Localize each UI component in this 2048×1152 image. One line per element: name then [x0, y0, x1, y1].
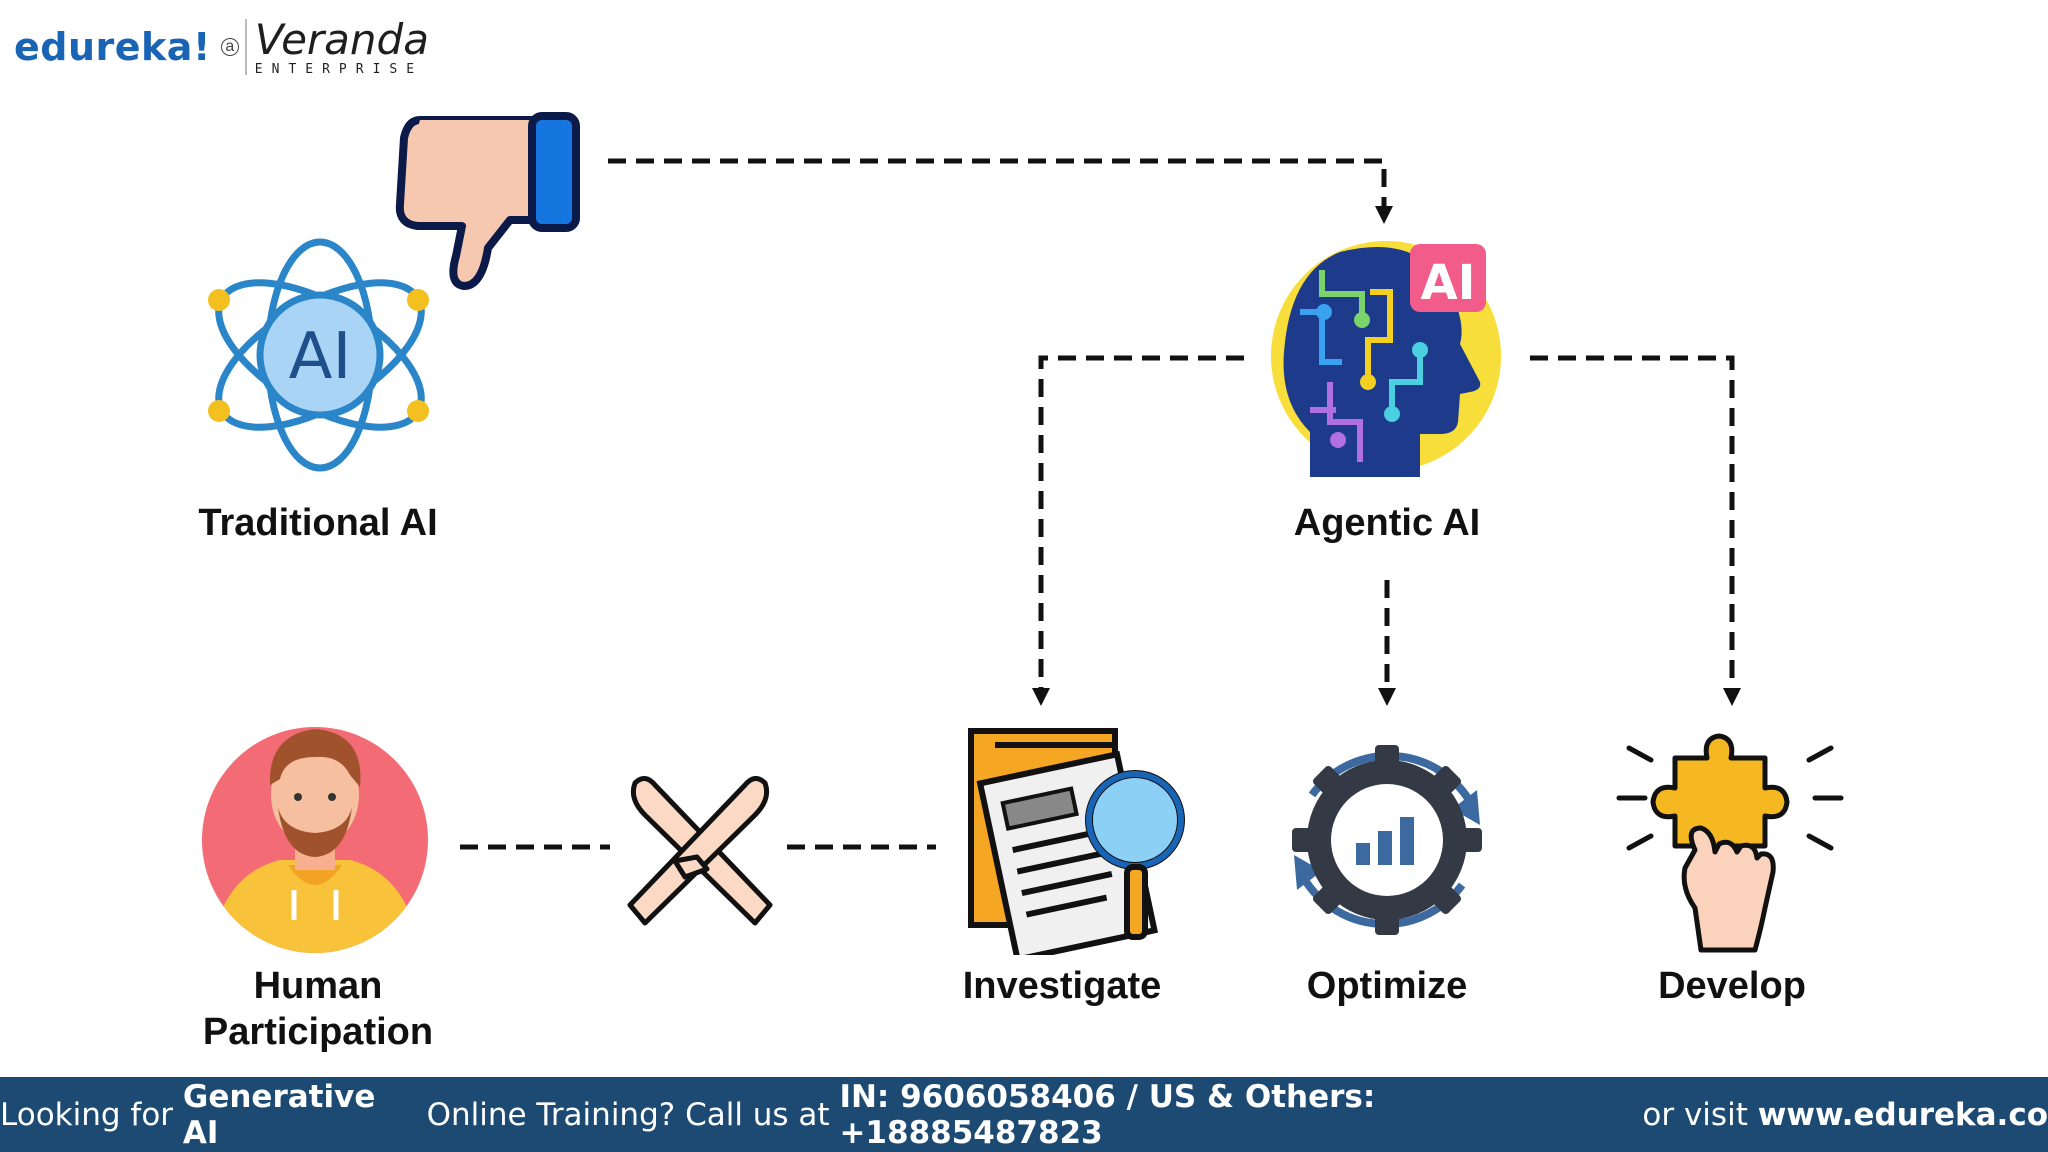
document-magnifier-icon: [968, 728, 1185, 955]
brand-logo: edureka! a Veranda ENTERPRISE: [14, 12, 429, 82]
arrowhead-investigate: [1032, 688, 1050, 706]
connector-agentic-to-develop: [1530, 355, 1735, 690]
arrowhead-agentic: [1375, 206, 1393, 224]
connector-thumbsdown-to-agentic: [608, 158, 1387, 210]
veranda-name: Veranda: [254, 14, 429, 64]
person-avatar-icon: [202, 727, 428, 953]
label-human-line1: Human: [253, 965, 383, 1007]
footer-text-1: Looking for: [0, 1096, 183, 1133]
logo-divider: [244, 19, 247, 75]
arrowhead-develop: [1723, 688, 1741, 706]
label-traditional-ai: Traditional AI: [198, 502, 438, 544]
footer-website-link[interactable]: www.edureka.co: [1757, 1096, 2048, 1133]
arrowhead-optimize: [1378, 688, 1396, 706]
thumbs-down-icon: [395, 112, 580, 290]
label-human-participation: Human Participation: [168, 963, 468, 1055]
ai-head-icon: AI: [1271, 241, 1501, 477]
footer-text-3: or visit: [1632, 1096, 1758, 1133]
label-optimize: Optimize: [1306, 965, 1468, 1007]
veranda-enterprise: ENTERPRISE: [254, 61, 424, 77]
connector-agentic-to-investigate: [1038, 355, 1244, 690]
label-human-line2: Participation: [202, 1011, 434, 1053]
logo-a-mark: a: [220, 38, 239, 56]
label-investigate: Investigate: [962, 965, 1162, 1007]
veranda-logo: Veranda ENTERPRISE: [254, 14, 429, 77]
gear-chart-icon: [1292, 745, 1482, 935]
ai-head-badge: AI: [1420, 255, 1475, 311]
label-agentic-ai: Agentic AI: [1293, 502, 1481, 544]
footer-banner: Looking for Generative AI Online Trainin…: [0, 1077, 2048, 1152]
label-develop: Develop: [1658, 965, 1806, 1007]
footer-phone: IN: 9606058406 / US & Others: +188854878…: [839, 1078, 1376, 1151]
footer-text-2: Online Training? Call us at: [416, 1096, 840, 1133]
atom-ai-badge: AI: [289, 320, 352, 394]
crossed-hands-icon: [627, 776, 773, 926]
edureka-logo: edureka!: [14, 25, 211, 69]
puzzle-hand-icon: [1616, 733, 1844, 953]
footer-course: Generative AI: [182, 1078, 376, 1151]
atom-ai-icon: AI: [208, 238, 429, 472]
